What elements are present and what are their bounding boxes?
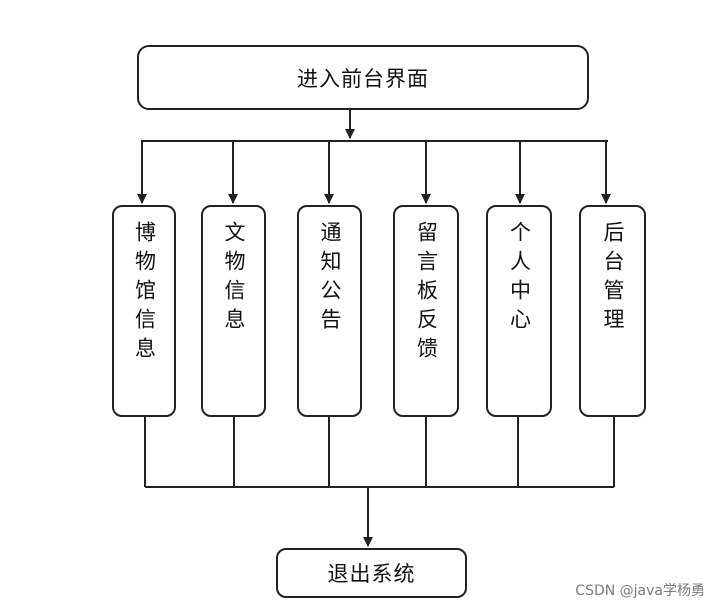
entry-label: 进入前台界面 — [297, 66, 429, 91]
exit-box: 退出系统 — [276, 548, 467, 598]
exit-label: 退出系统 — [327, 562, 416, 586]
module-label: 博物馆信息 — [132, 221, 157, 366]
module-box-notices: 通知公告 — [297, 205, 362, 417]
module-box-relic-info: 文物信息 — [201, 205, 266, 417]
module-label: 文物信息 — [222, 221, 246, 337]
module-box-message-board: 留言板反馈 — [393, 205, 459, 417]
module-label: 通知公告 — [318, 221, 342, 337]
module-label: 后台管理 — [601, 221, 625, 337]
module-box-personal-center: 个人中心 — [486, 205, 552, 417]
watermark: CSDN @java学杨勇 — [575, 583, 705, 599]
module-box-admin: 后台管理 — [579, 205, 646, 417]
module-label: 留言板反馈 — [414, 221, 439, 366]
module-box-museum-info: 博物馆信息 — [112, 205, 176, 417]
module-label: 个人中心 — [507, 221, 532, 337]
entry-box: 进入前台界面 — [137, 45, 589, 110]
